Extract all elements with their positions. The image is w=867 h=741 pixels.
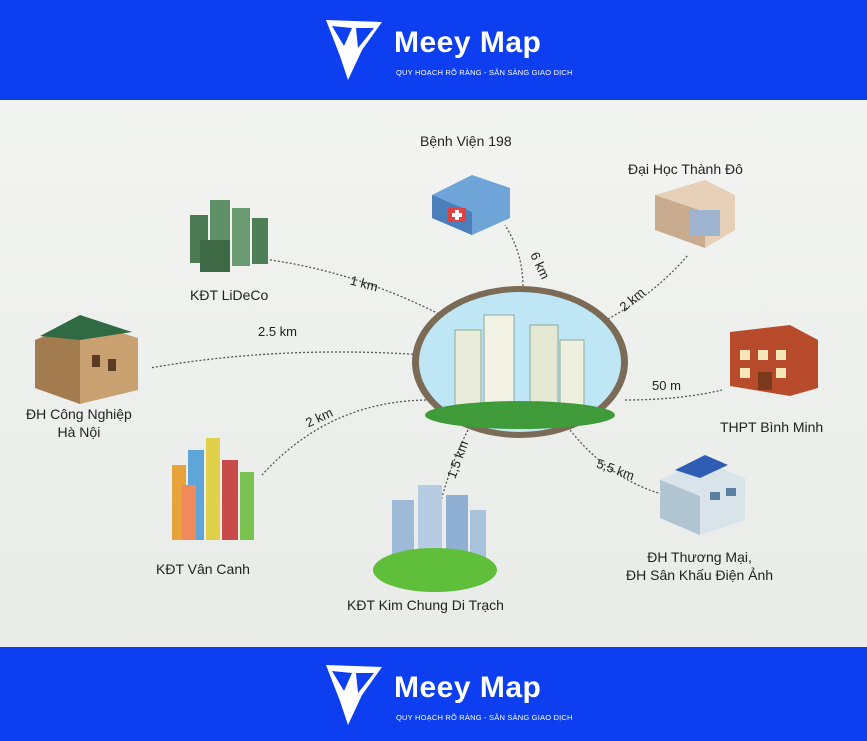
connector-lideco	[254, 257, 461, 326]
colorful-towers-icon	[172, 438, 254, 540]
label-dh-cong-nghiep: ĐH Công Nghiệp Hà Nội	[26, 405, 132, 441]
label-dh-thuong-mai-line2: ĐH Sân Khấu Điện Ảnh	[626, 567, 774, 583]
heritage-building-icon	[35, 315, 138, 404]
location-diagram: Bệnh Viện 198 Đại Học Thành Đô THPT Bình…	[0, 100, 867, 647]
label-dh-thuong-mai-line1: ĐH Thương Mại,	[647, 549, 752, 565]
campus-icon	[660, 455, 745, 535]
connector-binh-minh	[624, 389, 723, 401]
diagram-graphics	[35, 175, 818, 592]
meey-logo-icon	[326, 665, 382, 725]
connector-thuong-mai	[569, 429, 666, 496]
label-thpt-binh-minh: THPT Bình Minh	[720, 419, 824, 435]
brand-logo-footer[interactable]: Meey Map QUY HOẠCH RÕ RÀNG - SẴN SÀNG GI…	[322, 661, 572, 729]
header-band: Meey Map QUY HOẠCH RÕ RÀNG - SẴN SÀNG GI…	[0, 0, 867, 100]
label-dh-cong-nghiep-line1: ĐH Công Nghiệp	[26, 406, 132, 422]
label-benh-vien-198: Bệnh Viện 198	[420, 133, 512, 149]
university-icon	[655, 180, 735, 248]
distance-dh-cong-nghiep: 2.5 km	[258, 324, 298, 339]
connector-van-canh	[261, 399, 431, 476]
meey-logo-icon	[326, 20, 382, 80]
brand-name: Meey Map	[394, 26, 542, 59]
brand-name-footer: Meey Map	[394, 671, 542, 704]
label-dai-hoc-thanh-do: Đại Học Thành Đô	[628, 161, 743, 177]
label-dh-cong-nghiep-line2: Hà Nội	[57, 424, 101, 440]
school-icon	[730, 325, 818, 396]
connector-cong-nghiep	[149, 351, 426, 369]
label-kdt-kim-chung: KĐT Kim Chung Di Trạch	[347, 597, 504, 613]
brand-tagline: QUY HOẠCH RÕ RÀNG - SẴN SÀNG GIAO DỊCH	[396, 68, 573, 77]
towers-park-icon	[373, 485, 497, 592]
label-kdt-van-canh: KĐT Vân Canh	[156, 561, 250, 577]
brand-logo[interactable]: Meey Map QUY HOẠCH RÕ RÀNG - SẴN SÀNG GI…	[322, 16, 572, 84]
city-blocks-icon	[190, 200, 268, 272]
connector-thanh-do	[589, 254, 689, 329]
footer-band: Meey Map QUY HOẠCH RÕ RÀNG - SẴN SÀNG GI…	[0, 647, 867, 741]
brand-tagline-footer: QUY HOẠCH RÕ RÀNG - SẴN SÀNG GIAO DỊCH	[396, 713, 573, 722]
distance-thpt-binh-minh: 50 m	[652, 378, 681, 393]
apartment-towers-icon	[412, 286, 628, 438]
hospital-icon	[432, 175, 510, 235]
label-dh-thuong-mai: ĐH Thương Mại, ĐH Sân Khấu Điện Ảnh	[626, 548, 773, 584]
label-kdt-lideco: KĐT LiDeCo	[190, 287, 269, 303]
